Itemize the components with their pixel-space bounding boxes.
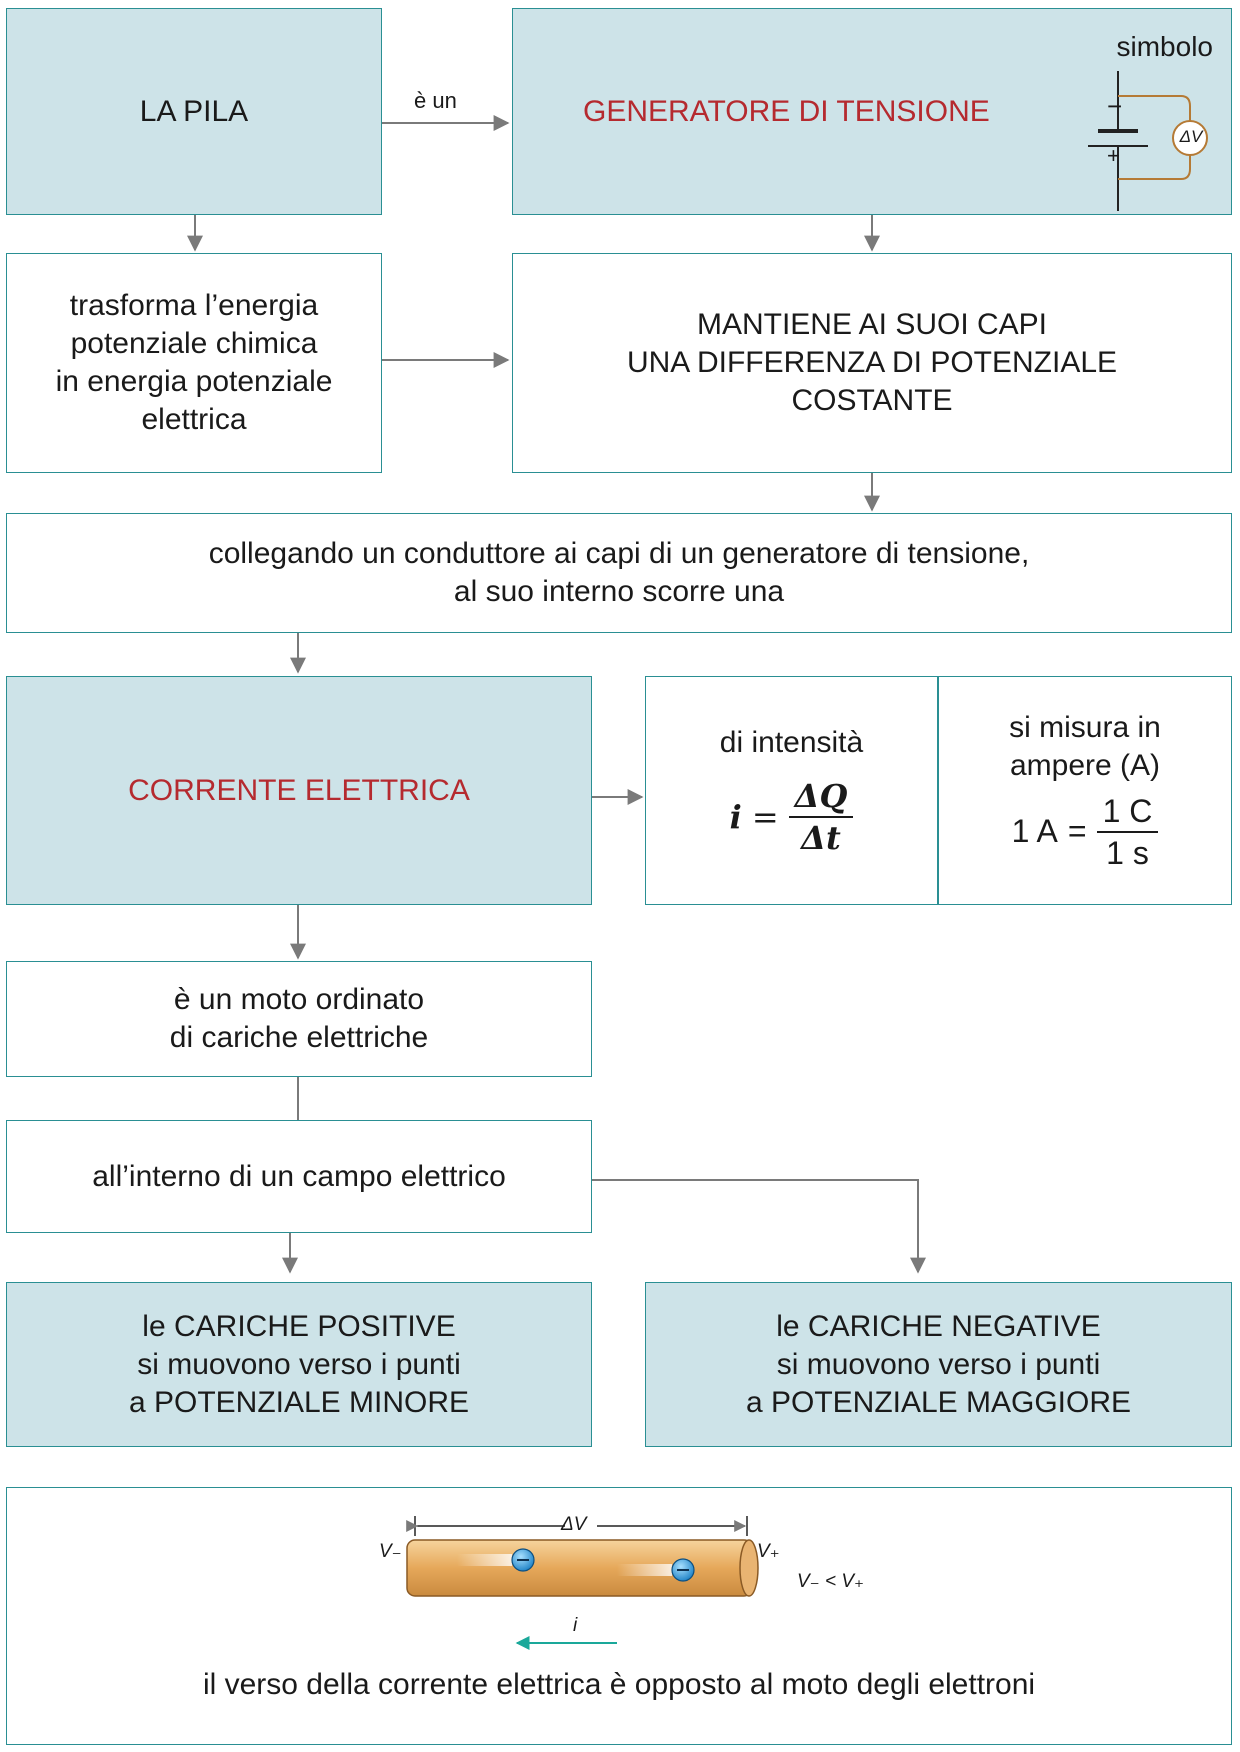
ampere-numerator: 1 C bbox=[1096, 791, 1159, 833]
plus-sign: + bbox=[1107, 143, 1120, 168]
negative-line-2: si muovono verso i punti bbox=[776, 1347, 1101, 1381]
trasforma-line-1: trasforma l’energia bbox=[69, 289, 319, 322]
potential-relation: V₋ < V₊ bbox=[797, 1571, 865, 1592]
moto-box: è un moto ordinato di cariche elettriche bbox=[6, 961, 592, 1077]
bottom-caption: il verso della corrente elettrica è oppo… bbox=[202, 1668, 1036, 1701]
bottom-box: ΔV V₋ V₊ V₋ < V₊ i il verso della corren… bbox=[6, 1487, 1232, 1745]
moto-line-1: è un moto ordinato bbox=[173, 983, 425, 1016]
intensita-box: di intensità i = ΔQ Δt bbox=[645, 676, 938, 905]
collegando-line-2: al suo interno scorre una bbox=[453, 575, 785, 608]
moto-line-2: di cariche elettriche bbox=[169, 1021, 429, 1054]
ampere-eq: = bbox=[1067, 813, 1087, 849]
campo-label: all’interno di un campo elettrico bbox=[92, 1159, 506, 1193]
arrow-campo-negative bbox=[592, 1179, 926, 1274]
current-label: i bbox=[573, 1615, 578, 1636]
positive-box: le CARICHE POSITIVE si muovono verso i p… bbox=[6, 1282, 592, 1447]
meter-label: ΔV bbox=[1179, 127, 1203, 146]
conductor-wire bbox=[406, 1539, 753, 1597]
intensita-label: di intensità bbox=[719, 725, 864, 759]
collegando-box: collegando un conduttore ai capi di un g… bbox=[6, 513, 1232, 633]
battery-symbol-icon bbox=[1088, 71, 1208, 211]
dv-label: ΔV bbox=[561, 1514, 587, 1535]
campo-box: all’interno di un campo elettrico bbox=[6, 1120, 592, 1233]
v-minus-label: V₋ bbox=[379, 1541, 402, 1562]
corrente-box: CORRENTE ELETTRICA bbox=[6, 676, 592, 905]
minus-sign: − bbox=[1107, 91, 1123, 121]
generatore-box: GENERATORE DI TENSIONE simbolo − + ΔV bbox=[512, 8, 1232, 215]
trasforma-line-4: elettrica bbox=[141, 403, 247, 436]
generatore-label: GENERATORE DI TENSIONE bbox=[583, 94, 990, 128]
mantiene-line-3: COSTANTE bbox=[791, 384, 953, 417]
conductor-diagram bbox=[406, 1516, 759, 1650]
collegando-line-1: collegando un conduttore ai capi di un g… bbox=[208, 537, 1030, 570]
mantiene-box: MANTIENE AI SUOI CAPI UNA DIFFERENZA DI … bbox=[512, 253, 1232, 473]
positive-line-1: CARICHE POSITIVE bbox=[173, 1309, 456, 1343]
misura-line-1: si misura in bbox=[1009, 710, 1161, 744]
positive-line-2: si muovono verso i punti bbox=[137, 1347, 461, 1381]
symbol-caption: simbolo bbox=[1116, 31, 1213, 62]
intensity-formula: i = ΔQ Δt bbox=[730, 776, 854, 858]
formula-lhs: i bbox=[729, 797, 742, 836]
positive-prefix: le bbox=[142, 1309, 174, 1343]
misura-line-2: ampere (A) bbox=[1009, 748, 1161, 782]
pila-box: LA PILA bbox=[6, 8, 382, 215]
negative-box: le CARICHE NEGATIVE si muovono verso i p… bbox=[645, 1282, 1232, 1447]
link-label-e-un: è un bbox=[414, 88, 457, 113]
mantiene-line-2: UNA DIFFERENZA DI POTENZIALE bbox=[626, 346, 1118, 379]
formula-numerator: ΔQ bbox=[788, 776, 854, 818]
trasforma-line-2: potenziale chimica bbox=[70, 327, 318, 360]
misura-box: si misura in ampere (A) 1 A = 1 C 1 s bbox=[938, 676, 1232, 905]
negative-prefix: le bbox=[776, 1309, 808, 1343]
positive-line-3: a POTENZIALE MINORE bbox=[128, 1385, 470, 1419]
trasforma-line-3: in energia potenziale bbox=[55, 365, 333, 398]
trasforma-box: trasforma l’energia potenziale chimica i… bbox=[6, 253, 382, 473]
formula-eq: = bbox=[751, 797, 779, 836]
ampere-formula: 1 A = 1 C 1 s bbox=[1012, 791, 1159, 873]
ampere-lhs: 1 A bbox=[1011, 813, 1058, 849]
negative-line-3: a POTENZIALE MAGGIORE bbox=[745, 1385, 1132, 1419]
formula-denominator: Δt bbox=[801, 818, 841, 857]
v-plus-label: V₊ bbox=[757, 1541, 780, 1562]
mantiene-line-1: MANTIENE AI SUOI CAPI bbox=[696, 308, 1048, 341]
pila-label: LA PILA bbox=[139, 94, 249, 128]
corrente-label: CORRENTE ELETTRICA bbox=[128, 773, 470, 807]
negative-line-1: CARICHE NEGATIVE bbox=[807, 1309, 1101, 1343]
ampere-denominator: 1 s bbox=[1106, 834, 1149, 871]
